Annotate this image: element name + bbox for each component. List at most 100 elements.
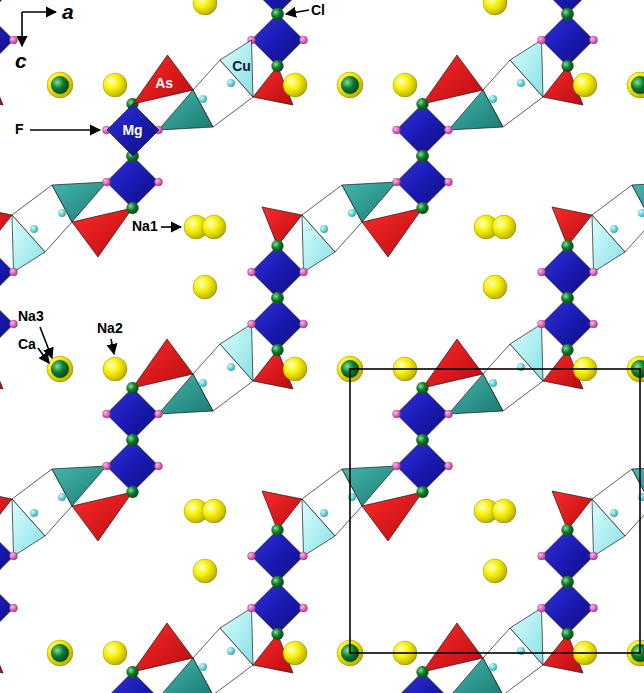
o-atom: [30, 225, 38, 233]
f-atom: [300, 552, 308, 560]
o-atom: [199, 95, 207, 103]
f-atom: [590, 320, 598, 328]
ca-atom: [51, 360, 69, 378]
cu-polyhedron: [632, 466, 644, 506]
cl-atom: [562, 60, 574, 72]
cl-atom: [562, 344, 574, 356]
cl-atom: [417, 666, 429, 678]
cl-atom: [417, 98, 429, 110]
na2-atom: [483, 275, 507, 299]
cl-atom: [417, 486, 429, 498]
na1-atom: [202, 215, 226, 239]
as-tetrahedron: [552, 491, 592, 530]
mg-octahedron: [252, 298, 304, 350]
cl-atom: [417, 202, 429, 214]
f-atom: [590, 36, 598, 44]
polyhedron-face: [220, 40, 253, 97]
as-tetrahedron: [0, 350, 3, 389]
axis-label: c: [15, 50, 27, 71]
o-atom: [638, 209, 644, 217]
as-tetrahedron: [72, 492, 133, 541]
cl-atom: [127, 434, 139, 446]
cl-atom: [417, 150, 429, 162]
cu-polyhedron: [12, 499, 45, 556]
cl-atom: [127, 202, 139, 214]
f-atom: [248, 552, 256, 560]
f-atom: [393, 178, 401, 186]
f-atom: [155, 462, 163, 470]
na2-atom: [393, 73, 417, 97]
f-atom: [538, 36, 546, 44]
na2-atom: [103, 357, 127, 381]
mg-octahedron: [542, 298, 594, 350]
f-atom: [300, 268, 308, 276]
mg-octahedron: [542, 14, 594, 66]
cl-atom: [562, 576, 574, 588]
na2-atom: [193, 559, 217, 583]
o-atom: [517, 79, 525, 87]
polyhedron-face: [133, 55, 194, 104]
f-atom: [590, 268, 598, 276]
f-atom: [10, 604, 18, 612]
f-atom: [393, 410, 401, 418]
leader-arrow: [30, 129, 100, 131]
cl-atom: [127, 382, 139, 394]
cu-polyhedron: [449, 374, 504, 414]
o-atom: [489, 663, 497, 671]
cl-atom: [562, 8, 574, 20]
ca-atom: [51, 76, 69, 94]
cl-atom: [272, 576, 284, 588]
cu-polyhedron: [159, 658, 214, 693]
o-atom: [320, 225, 328, 233]
na2-atom: [103, 641, 127, 665]
f-atom: [393, 462, 401, 470]
cl-atom: [272, 240, 284, 252]
cl-atom: [417, 434, 429, 446]
na2-atom: [283, 357, 307, 381]
leader-arrow: [286, 10, 309, 14]
f-atom: [10, 552, 18, 560]
mg-octahedron: [397, 104, 449, 156]
cl-atom: [127, 434, 139, 446]
cu-polyhedron: [342, 182, 397, 222]
na1-atom: [492, 215, 516, 239]
unit-cell: [350, 369, 640, 653]
atom-label: Na3: [18, 309, 44, 323]
f-atom: [445, 462, 453, 470]
cl-atom: [127, 486, 139, 498]
mg-octahedron: [107, 156, 159, 208]
f-atom: [248, 604, 256, 612]
f-atom: [538, 320, 546, 328]
cl-atom: [272, 8, 284, 20]
cu-polyhedron: [632, 182, 644, 222]
cl-atom: [562, 576, 574, 588]
leader-arrow: [38, 348, 49, 363]
cu-polyhedron: [449, 658, 504, 693]
cl-atom: [562, 240, 574, 252]
mg-octahedron: [252, 14, 304, 66]
as-tetrahedron: [0, 491, 12, 530]
as-tetrahedron: As: [133, 55, 194, 104]
f-atom: [248, 268, 256, 276]
cu-polyhedron: [510, 324, 543, 381]
cl-atom: [417, 434, 429, 446]
cl-atom: [272, 524, 284, 536]
na2-atom: [103, 73, 127, 97]
na3-atom: [47, 356, 73, 382]
na1-atom: [202, 499, 226, 523]
cu-polyhedron: [220, 608, 253, 665]
f-atom: [248, 320, 256, 328]
mg-octahedron: [397, 440, 449, 492]
atom-label: Na1: [132, 219, 158, 233]
leader-arrow: [111, 339, 114, 354]
cl-atom: [127, 666, 139, 678]
na2-atom: [283, 641, 307, 665]
cl-atom: [272, 60, 284, 72]
ca-atom: [341, 76, 359, 94]
as-tetrahedron: [0, 634, 3, 673]
cu-polyhedron: [302, 215, 335, 272]
cu-polyhedron: [220, 324, 253, 381]
as-tetrahedron: [0, 66, 3, 105]
